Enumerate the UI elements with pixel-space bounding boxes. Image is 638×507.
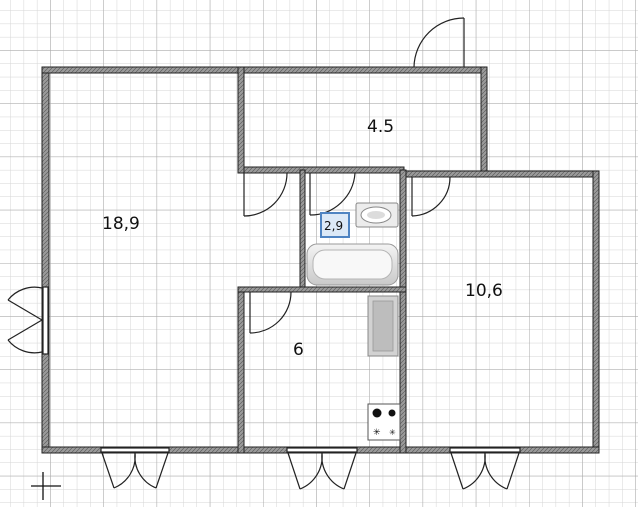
origin-crosshair xyxy=(31,472,61,500)
walls xyxy=(41,66,600,454)
door-kitchen xyxy=(249,291,292,334)
doors xyxy=(243,17,465,334)
svg-text:✳: ✳ xyxy=(373,428,381,438)
room-label-kitchen: 6 xyxy=(293,340,304,360)
room-label-living: 18,9 xyxy=(102,214,140,234)
room-label-bedroom: 10,6 xyxy=(465,281,503,301)
window-bottom-3 xyxy=(449,447,521,490)
room-label-storage: 4.5 xyxy=(367,117,394,137)
door-bedroom xyxy=(411,176,451,217)
window-bottom-1 xyxy=(100,447,170,489)
window-bottom-2 xyxy=(286,447,358,490)
selected-fixture[interactable] xyxy=(320,212,350,238)
door-entrance xyxy=(413,17,465,68)
kitchen-counter xyxy=(367,295,399,357)
window-left xyxy=(7,286,49,355)
room-label-bathroom: 2,9 xyxy=(324,219,343,233)
door-bathroom xyxy=(309,172,356,216)
stove-fixture: ✳ ✳ xyxy=(367,403,401,441)
svg-text:✳: ✳ xyxy=(389,428,396,437)
bathtub-fixture xyxy=(306,243,399,286)
windows xyxy=(7,286,521,490)
door-living xyxy=(243,172,288,217)
sink-fixture xyxy=(355,202,399,228)
